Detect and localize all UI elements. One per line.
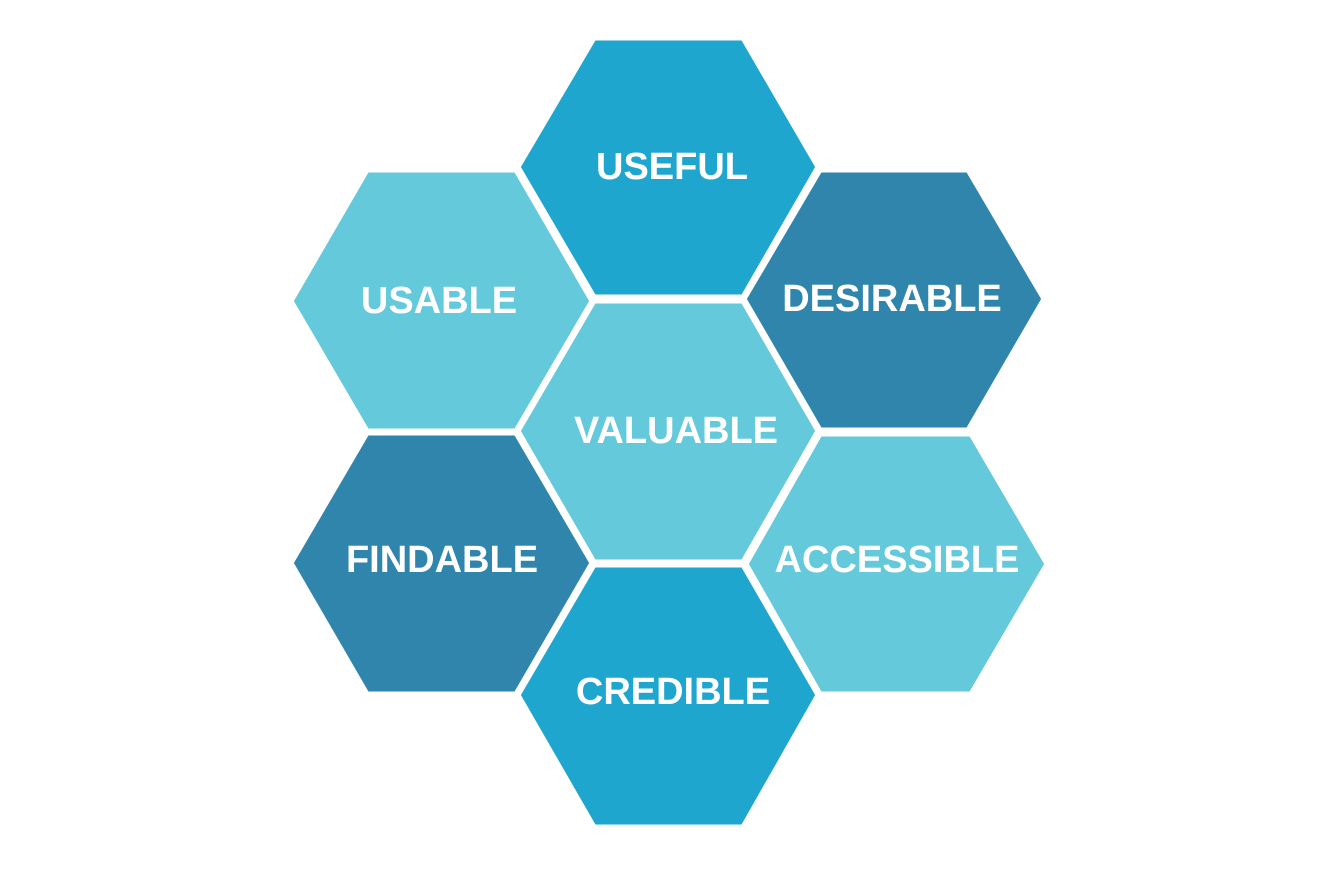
hex-accessible: ACCESSIBLE: [743, 431, 1050, 697]
hex-valuable-label: VALUABLE: [574, 410, 778, 452]
hex-desirable-label: DESIRABLE: [782, 278, 1002, 320]
hex-useful-label: USEFUL: [596, 146, 748, 188]
hex-credible-shape: [515, 562, 821, 830]
hex-credible-label: CREDIBLE: [576, 671, 770, 713]
hex-valuable: VALUABLE: [515, 298, 821, 565]
hex-findable-label: FINDABLE: [346, 539, 538, 581]
hex-accessible-shape: [743, 431, 1050, 697]
hex-usable-label: USABLE: [361, 280, 517, 322]
hex-usable: USABLE: [288, 167, 595, 434]
hex-accessible-label: ACCESSIBLE: [775, 539, 1020, 581]
hex-valuable-shape: [515, 298, 821, 565]
hex-credible: CREDIBLE: [515, 562, 821, 830]
